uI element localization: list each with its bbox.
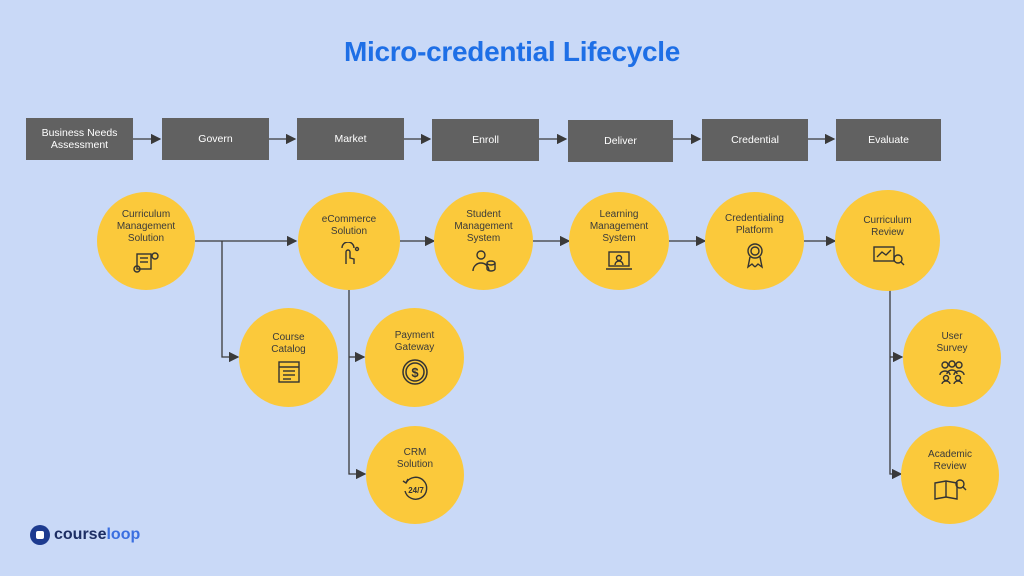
stage-business-needs: Business Needs Assessment [26,118,133,160]
node-label: User Survey [936,331,968,354]
node-label: Credentialing Platform [725,213,784,236]
node-curriculum-review: Curriculum Review [835,190,940,291]
award-ribbon-icon [746,243,763,269]
courseloop-logo: courseloop [30,525,140,545]
review-board-icon [872,245,904,265]
node-student-management-system: Student Management System [434,192,533,290]
node-label: CRM Solution [396,447,434,470]
24-7-support-icon: 24/7 [402,476,428,500]
node-learning-management-system: Learning Management System [569,192,669,290]
node-curriculum-management: Curriculum Management Solution [97,192,195,290]
node-label: Payment Gateway [394,329,435,353]
diagram-title: Micro-credential Lifecycle [343,36,681,67]
book-search-icon [934,479,967,500]
student-database-icon [471,250,496,272]
group-people-icon [939,360,965,385]
stage-market: Market [297,118,404,160]
laptop-learner-icon [606,251,632,270]
node-crm-solution: CRM Solution 24/7 [366,426,464,524]
node-label: Learning Management System [589,209,649,244]
node-label: Academic Review [928,449,972,472]
stage-deliver: Deliver [568,120,673,162]
dollar-coin-icon: $ [401,358,428,385]
svg-text:$: $ [411,365,419,380]
courseloop-wordmark: courseloop [54,526,141,543]
node-label: Curriculum Review [863,214,912,238]
svg-text:24/7: 24/7 [408,486,424,495]
node-course-catalog: Course Catalog [239,308,338,407]
curriculum-management-icon [133,252,159,273]
node-user-survey: User Survey [903,309,1001,407]
node-label: Course Catalog [271,331,306,355]
node-payment-gateway: Payment Gateway $ [365,308,464,407]
catalog-icon [277,360,300,383]
node-label: Curriculum Management Solution [116,209,176,244]
stage-credential: Credential [702,119,808,161]
stage-evaluate: Evaluate [836,119,941,161]
node-ecommerce-solution: eCommerce Solution [298,192,400,290]
node-academic-review: Academic Review [901,426,999,524]
touch-hand-icon [341,242,360,264]
node-credentialing-platform: Credentialing Platform [705,192,804,290]
stage-govern: Govern [162,118,269,160]
node-label: Student Management System [454,209,513,244]
courseloop-logo-icon [30,525,50,545]
stage-enroll: Enroll [432,119,539,161]
node-label: eCommerce Solution [321,214,377,237]
